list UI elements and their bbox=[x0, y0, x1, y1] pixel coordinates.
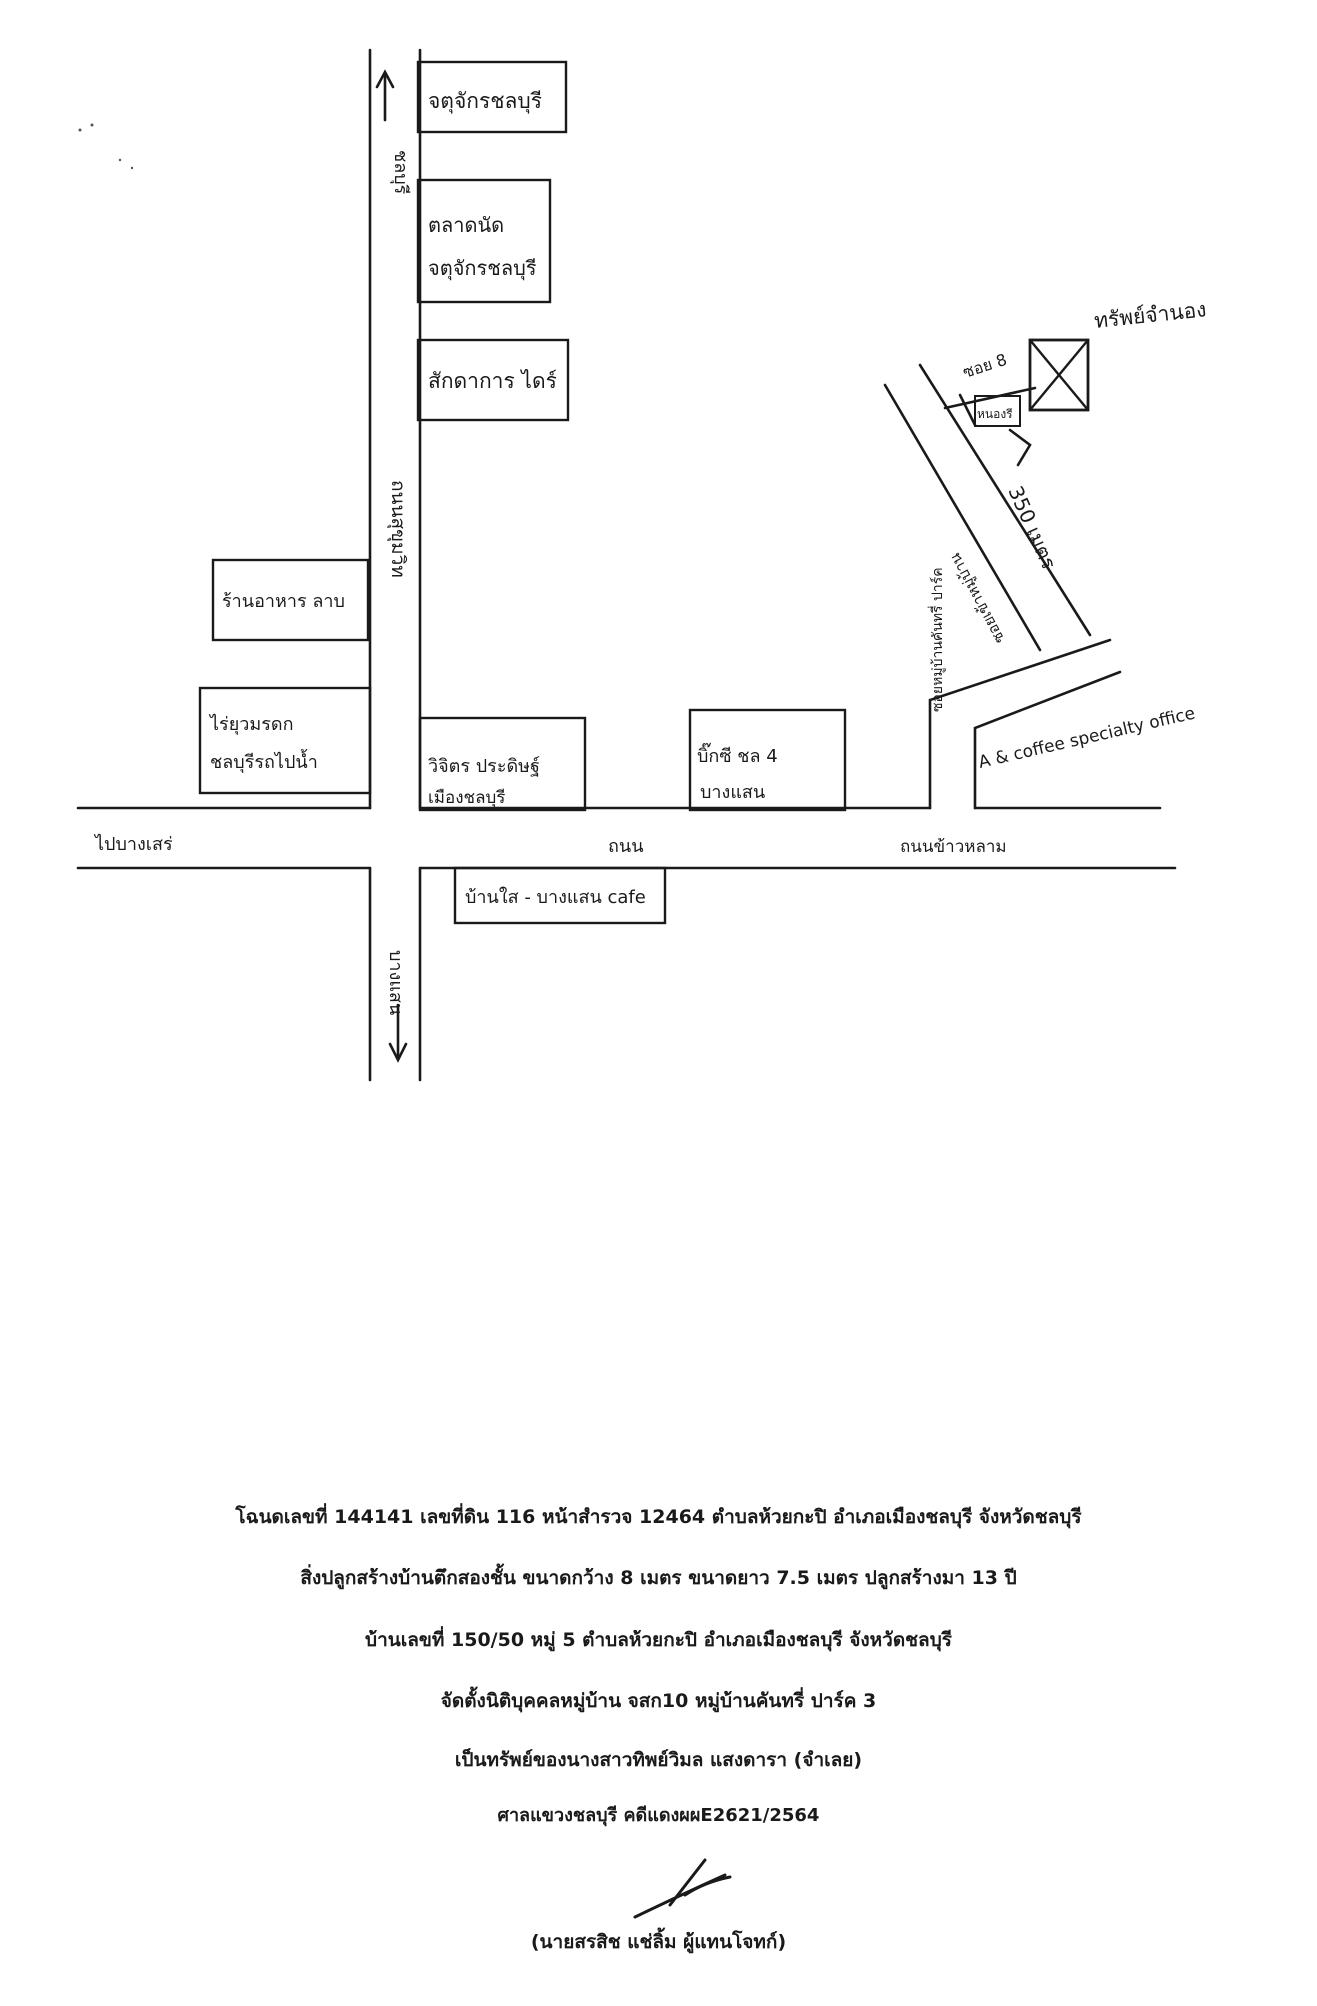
north-arrowhead-icon bbox=[375, 69, 395, 89]
caption-line-4: จัดตั้งนิติบุคคลหมู่บ้าน จสก10 หมู่บ้านค… bbox=[440, 1690, 877, 1712]
caption-line-2: สิ่งปลูกสร้างบ้านตึกสองชั้น ขนาดกว้าง 8 … bbox=[300, 1567, 1017, 1589]
signer-name: (นายสรสิช แช่ลิ้ม ผู้แทนโจทก์) bbox=[530, 1931, 787, 1953]
place-corner-building-b: เมืองชลบุรี bbox=[428, 788, 505, 808]
place-top-building-2b: จตุจักรชลบุรี bbox=[428, 256, 537, 281]
distance-arrowhead-icon bbox=[1008, 428, 1032, 467]
road-soi-label: ซอยเข้าหมู่บ้าน bbox=[946, 550, 1009, 647]
place-south-building: บ้านใส - บางแสน cafe bbox=[465, 886, 646, 908]
place-top-building-3: สักดาการ ไดร์ bbox=[428, 369, 557, 393]
corner-building-box bbox=[418, 716, 587, 812]
mid-building-box bbox=[688, 708, 847, 812]
place-corner-building-a: วิจิตร ประดิษฐ์ bbox=[428, 756, 540, 777]
small-house-box bbox=[974, 395, 1021, 427]
road-south-direction: บางแสน bbox=[385, 950, 406, 1015]
caption-line-6: ศาลแขวงชลบุรี คดีแดงผผE2621/2564 bbox=[497, 1805, 820, 1826]
caption-line-5: เป็นทรัพย์ของนางสาวทิพย์วิมล แสงดารา (จำ… bbox=[454, 1749, 863, 1771]
soi8-road bbox=[943, 386, 1037, 410]
shop-box-2 bbox=[198, 686, 372, 795]
place-top-building-2a: ตลาดนัด bbox=[428, 213, 504, 237]
south-building-box bbox=[453, 866, 667, 925]
hand-drawn-map: จตุจักรชลบุรี ตลาดนัด จตุจักรชลบุรี สักด… bbox=[76, 48, 1207, 1082]
place-small-house-label: หนองรี bbox=[977, 407, 1013, 421]
soi-road-west-edge bbox=[883, 383, 1042, 652]
road-distance-label: 350 เมตร bbox=[1003, 482, 1061, 573]
shop-box-1 bbox=[211, 558, 370, 642]
place-target-house: ทรัพย์จำนอง bbox=[1093, 297, 1207, 333]
caption-line-1: โฉนดเลขที่ 144141 เลขที่ดิน 116 หน้าสำรว… bbox=[235, 1506, 1082, 1528]
place-mid-building-a: บิ๊กซี ชล 4 bbox=[697, 742, 778, 767]
road-junction-label: ถนนข้าวหลาม bbox=[900, 837, 1007, 857]
side-road-west-edge bbox=[928, 638, 1112, 810]
distance-arrow-icon bbox=[958, 393, 977, 427]
road-vertical-name: ถนนสุขุมวิท bbox=[386, 480, 409, 578]
caption-line-3: บ้านเลขที่ 150/50 หมู่ 5 ตำบลห้วยกะปิ อำ… bbox=[365, 1629, 952, 1651]
target-house-cross-icon bbox=[1029, 339, 1089, 411]
building-box-1 bbox=[416, 60, 568, 134]
road-west-label: ไปบางเสร่ bbox=[93, 833, 173, 855]
place-top-building-1: จตุจักรชลบุรี bbox=[428, 89, 542, 114]
place-mid-building-b: บางแสน bbox=[700, 782, 765, 803]
signature-image bbox=[633, 1858, 732, 1919]
target-house-icon bbox=[1028, 338, 1090, 412]
building-box-3 bbox=[416, 338, 570, 422]
road-side-label: ซอยหมู่บ้านคันทรี่ ปาร์ค bbox=[928, 567, 946, 712]
place-left-shop-2b: ชลบุรีรถไปน้ำ bbox=[210, 749, 318, 773]
south-arrowhead-icon bbox=[388, 1042, 408, 1063]
road-north-direction: ชลบุรี bbox=[390, 150, 411, 195]
building-box-2 bbox=[416, 178, 552, 304]
place-left-shop-1: ร้านอาหาร ลาบ bbox=[222, 591, 345, 612]
place-soi-label: ซอย 8 bbox=[960, 350, 1009, 382]
side-road-east-edge bbox=[973, 670, 1122, 810]
place-left-shop-2a: ไร่ยุวมรดก bbox=[208, 713, 294, 735]
soi-road-east-edge bbox=[918, 363, 1092, 637]
road-main-label: ถนน bbox=[608, 836, 644, 857]
